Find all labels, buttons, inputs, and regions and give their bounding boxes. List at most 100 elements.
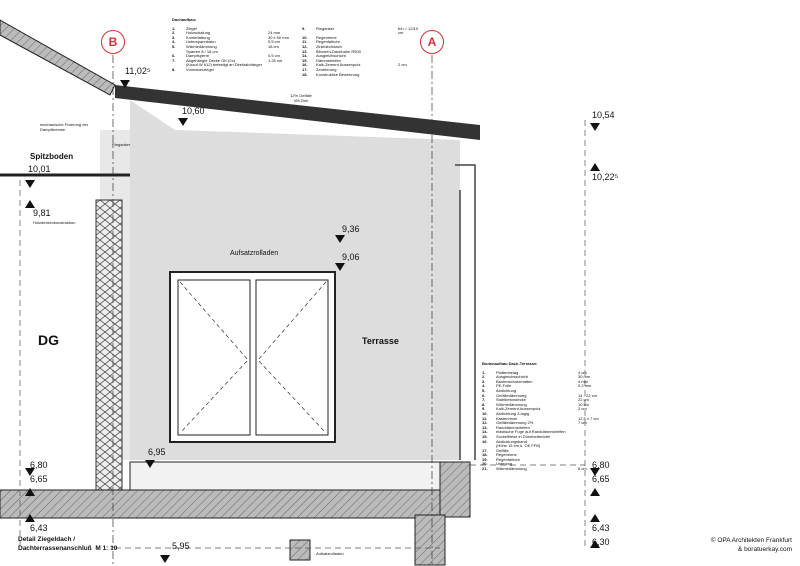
axis-marker-a: A — [420, 30, 444, 54]
brick-wall — [95, 199, 123, 491]
legend-item: 16.Abdichtungsband — [482, 438, 604, 445]
legend-item-value: 30 mm — [578, 374, 591, 380]
credit-line1: © OPA Architekten Frankfurt — [710, 537, 792, 544]
credit: © OPA Architekten Frankfurt & boratuerka… — [711, 536, 792, 554]
legend-item-label: Bitumen-Dachbahn R500 — [316, 48, 361, 54]
level-bottom: 5,95 — [172, 541, 190, 551]
legend-item-label: Plattenbelag — [496, 369, 519, 375]
legend-item: 5.Abdichtung — [482, 388, 604, 394]
legend-item-value: 12,5 x 7 cm — [578, 415, 599, 421]
level-floor-left: 6,80 — [30, 460, 48, 470]
legend-item-label: Gefälledämmung 2% — [496, 420, 534, 426]
legend-item-number: 15. — [482, 433, 488, 439]
legend-item-value — [268, 68, 294, 73]
level-attic: 10,01 — [28, 164, 51, 174]
window-frame — [169, 271, 336, 443]
legend-item-number: 11. — [302, 39, 308, 45]
level-floor-right2: 6,65 — [592, 474, 610, 484]
legend-item-number: 9. — [482, 406, 486, 412]
wall-below — [414, 514, 446, 566]
level-attic-low: 9,81 — [33, 208, 51, 218]
legend-item-number: 20. — [482, 461, 488, 467]
legend-item: 7. Abgehängte Decke GK (2x) 1,25 cm — [172, 57, 294, 64]
legend-item-number: 10. — [302, 34, 308, 40]
label-attic: Spitzboden — [30, 152, 74, 161]
legend-item-number: 2. — [172, 30, 176, 36]
title-line2: Dachterrassenanschluß — [18, 545, 92, 552]
tile-roof — [0, 19, 116, 96]
legend-item-label: Wärmedämmung — [186, 43, 217, 49]
legend-item-label: Bautenschutzmatten — [496, 378, 533, 384]
window-sash-right — [255, 279, 329, 436]
legend-item-label: Unterspannbahn — [186, 39, 216, 45]
legend-item-number: 12. — [302, 43, 308, 49]
legend-item-number: 9. — [302, 25, 306, 31]
legend-item-value: 4 mm — [578, 378, 588, 384]
legend-item-label: Wärmedämmung — [496, 401, 527, 407]
legend-item-label: Kalk-Zement Aussenputz — [316, 62, 361, 68]
legend-item-label: Gefälledämmung — [496, 392, 527, 398]
legend-item-number: 2. — [482, 374, 486, 380]
legend-item-number: 12. — [482, 420, 488, 426]
level-sill: 6,95 — [148, 447, 166, 457]
label-shutter: Aufsatzrolladen — [230, 250, 279, 257]
terrace-floor — [129, 461, 451, 491]
legend-item: 21. Wärmedämmung 8 cm — [482, 466, 604, 472]
legend-item: 14.Ausgleichschicht — [302, 54, 424, 59]
legend-item: 13. Bitumen-Dachbahn R500 — [302, 48, 424, 55]
legend-item-number: 13. — [302, 48, 308, 54]
legend-item-value: 8 cm — [578, 466, 587, 472]
legend-item-value: 1,25 cm — [268, 57, 283, 63]
legend-item-number: 21. — [482, 466, 488, 472]
legend-item-label: Zinkblechdach — [316, 43, 342, 49]
legend-item-label: Wärmedämmung — [496, 466, 527, 472]
legend-item-label: Abgehängte Decke GK (2x) — [186, 57, 235, 63]
level-floor-right: 6,80 — [592, 460, 610, 470]
floor-legend-title: Bodenaufbau Dach-Terrasse: — [482, 361, 538, 366]
terrace-edge — [439, 461, 471, 518]
legend-item-label: Konstruktive Bewehrung — [316, 71, 360, 77]
slope-text: 12% Gefälle — [290, 93, 312, 98]
legend-item: 1.Ziegel — [172, 25, 294, 32]
level-markers — [25, 80, 600, 563]
legend-item-label: Dämmstreifen — [316, 57, 341, 63]
label-room: DG — [38, 332, 59, 348]
legend-item-number: 3. — [482, 378, 486, 384]
legend-item-number: 7. — [482, 397, 486, 403]
legend-item-label: Gefälle — [496, 447, 509, 453]
title-scale: M 1: 10 — [95, 545, 118, 552]
legend-item-value: 0,5 cm — [268, 39, 281, 45]
legend-item-number: 6. — [482, 392, 486, 398]
zinc-text: VM Zink — [293, 98, 309, 103]
legend-item-label: Sparren 8 / 18 cm — [186, 48, 218, 54]
terrace-slab — [0, 489, 441, 519]
legend-item-number: 1. — [172, 25, 176, 31]
legend-item: 8.Vormauerziegel — [172, 67, 294, 73]
legend-item-label: Regenfallrohr — [496, 456, 521, 462]
label-shutter-small: Aufsatzrolladen — [316, 551, 344, 556]
legend-item: 10.Regenrinne — [302, 34, 424, 41]
level-right-top: 10,54 — [592, 110, 615, 120]
legend-item-label: Kastenrinne — [496, 415, 518, 421]
level-right-mid: 10,22⁵ — [592, 172, 619, 182]
legend-item-number: 8. — [482, 401, 486, 407]
level-slab-right2: 6,30 — [592, 537, 610, 547]
level-lintel-low: 9,06 — [342, 252, 360, 262]
legend-item-number: 17. — [482, 447, 488, 453]
legend-item-label: Abdichtung 3-lagig — [496, 410, 530, 416]
legend-item-number: 7. — [172, 57, 176, 63]
legend-item-number: 16. — [482, 438, 488, 444]
legend-item: 13.Randdämmstreifen — [482, 425, 604, 431]
legend-item-label: elastische Fuge auf Randdämmstreifen — [496, 429, 566, 435]
legend-item: 11.Regenfallrohr — [302, 40, 424, 45]
shutter-box-below — [289, 539, 311, 561]
legend-item: 20.Unterzug — [482, 462, 604, 467]
